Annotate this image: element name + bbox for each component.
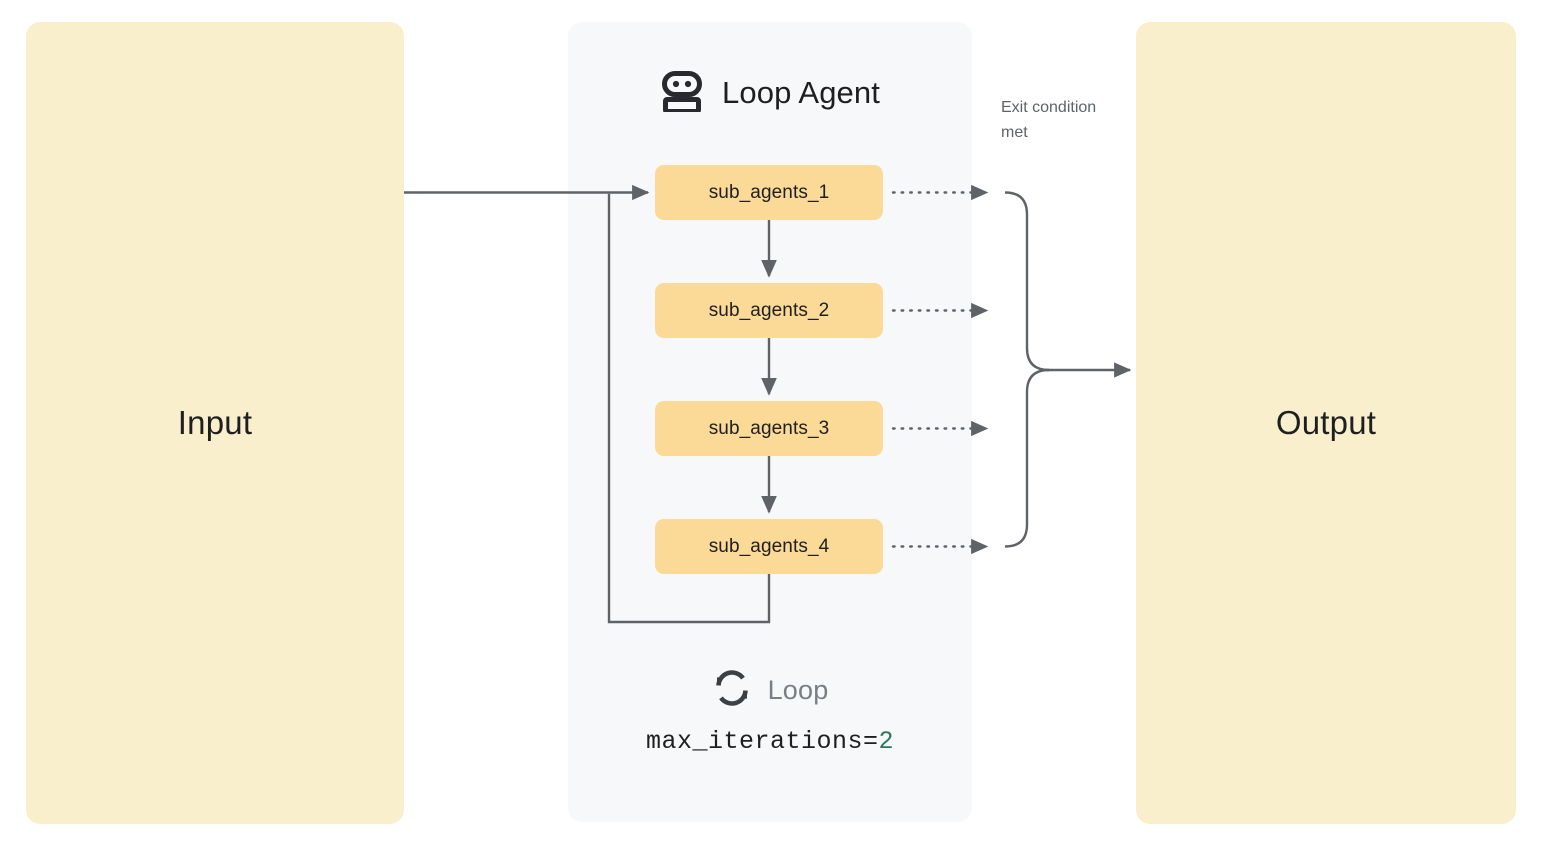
exit-condition-label: Exit condition met: [1001, 99, 1097, 141]
output-panel: Output: [1136, 22, 1516, 824]
max-iterations-config: max_iterations=2: [568, 727, 972, 756]
sub-agent-label: sub_agents_1: [708, 181, 830, 203]
loop-agent-header: Loop Agent: [568, 68, 972, 117]
loop-sync-icon: [712, 668, 752, 713]
sub-agent-box-2[interactable]: sub_agents_2: [655, 283, 883, 338]
sub-agent-box-3[interactable]: sub_agents_3: [655, 401, 883, 456]
sub-agent-box-1[interactable]: sub_agents_1: [655, 165, 883, 220]
wire-exit-bracket-bottom: [1004, 368, 1050, 548]
wire-exit-bracket-top: [1004, 191, 1050, 372]
sub-agent-box-4[interactable]: sub_agents_4: [655, 519, 883, 574]
input-panel-label: Input: [177, 404, 253, 441]
loop-footer: Loop max_iterations=2: [568, 668, 972, 756]
max-iterations-value: 2: [878, 727, 895, 756]
loop-label: Loop: [767, 675, 829, 705]
sub-agent-label: sub_agents_4: [708, 535, 830, 557]
robot-icon: [660, 68, 704, 117]
max-iterations-key: max_iterations=: [645, 727, 879, 756]
sub-agent-label: sub_agents_3: [708, 417, 830, 439]
sub-agent-label: sub_agents_2: [708, 299, 830, 321]
output-panel-label: Output: [1275, 404, 1377, 441]
loop-footer-row: Loop: [568, 668, 972, 713]
loop-agent-title: Loop Agent: [722, 74, 880, 110]
input-panel: Input: [26, 22, 404, 824]
